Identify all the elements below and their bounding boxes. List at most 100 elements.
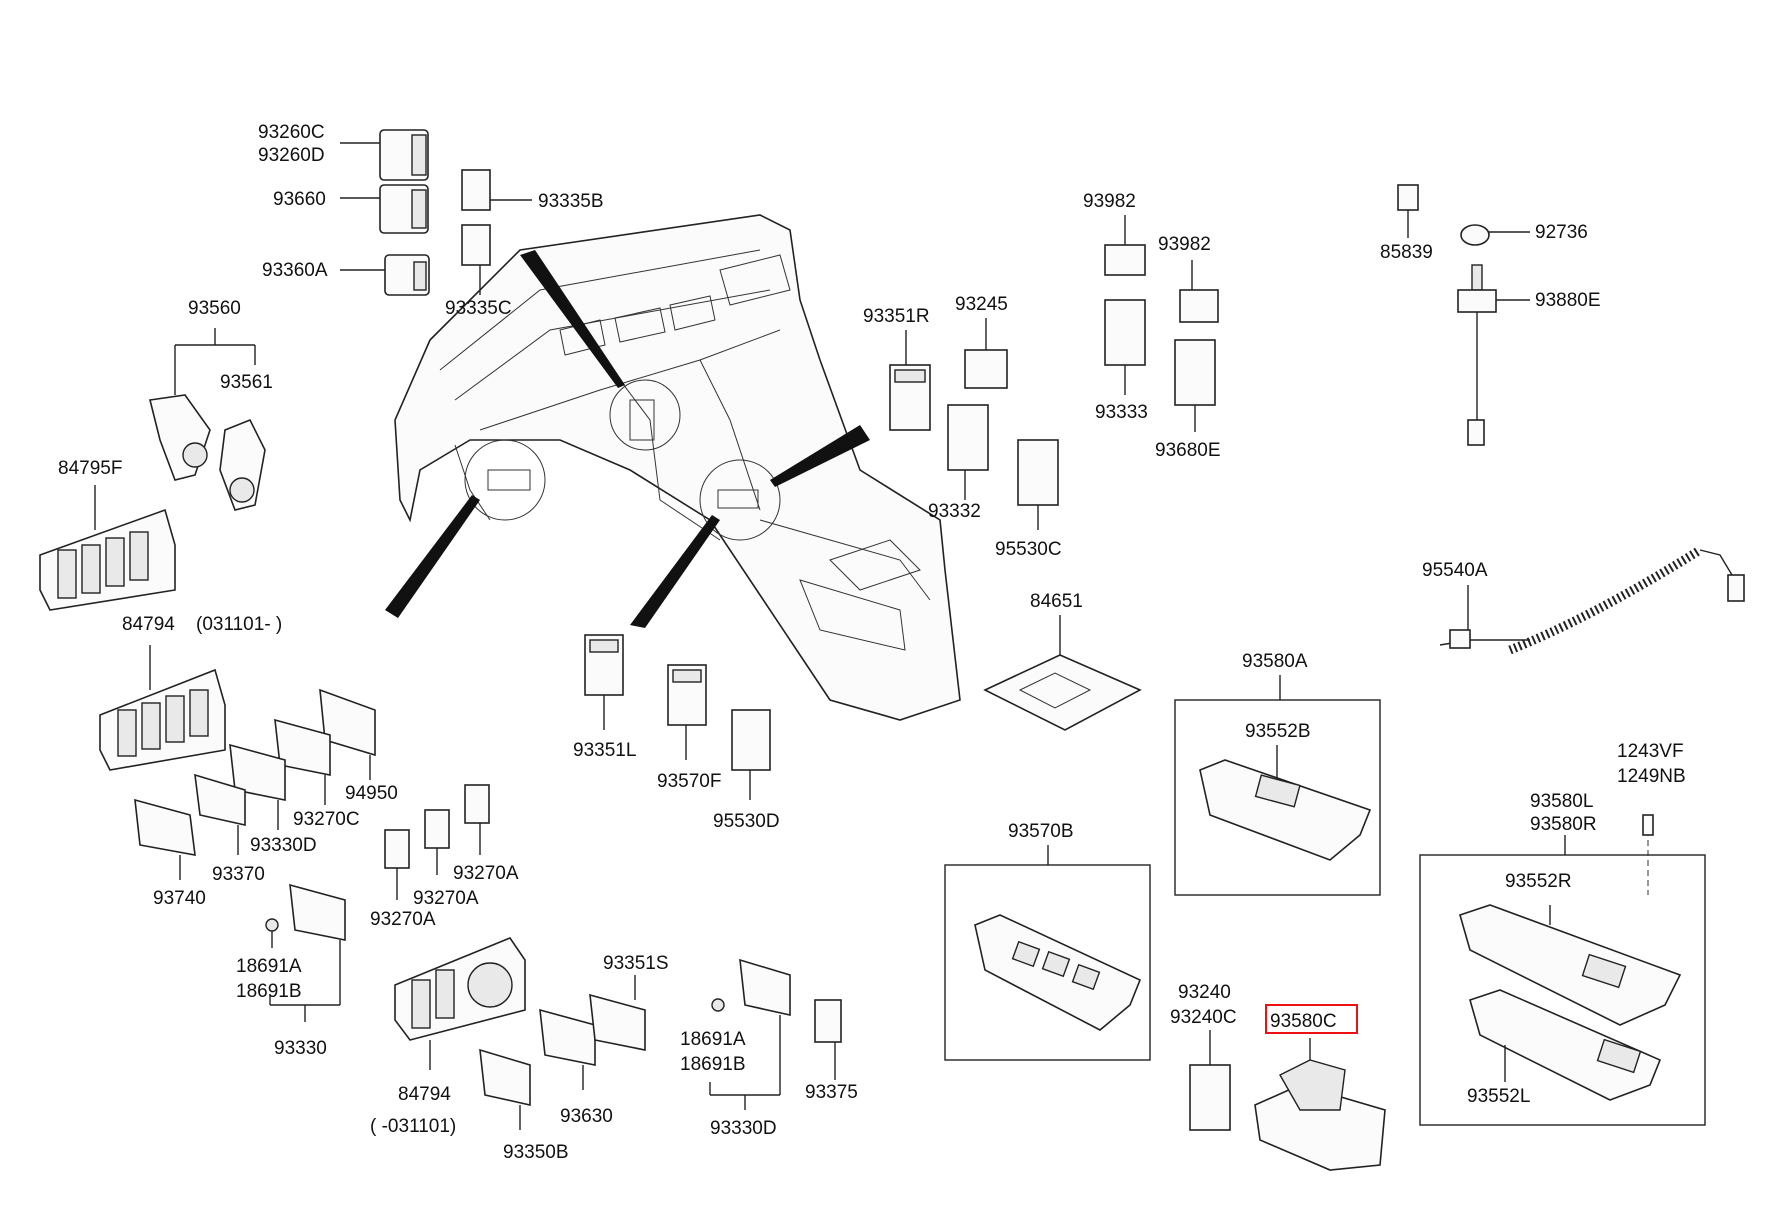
switch-93351l	[584, 634, 624, 730]
label-84794-lower: 84794	[398, 1084, 451, 1105]
label-93270c: 93270C	[293, 809, 360, 830]
label-93580a: 93580A	[1242, 651, 1308, 672]
switch-93350b	[479, 1048, 531, 1130]
label-85839: 85839	[1380, 242, 1433, 263]
label-93552b: 93552B	[1245, 721, 1311, 742]
callout-wedge	[385, 495, 480, 618]
label-95530c: 95530C	[995, 539, 1062, 560]
label-93982-1: 93982	[1083, 191, 1136, 212]
label-95530d: 95530D	[713, 811, 780, 832]
label-93330d-a: 93330D	[250, 835, 317, 856]
switch-93332	[947, 404, 989, 500]
label-1249nb: 1249NB	[1617, 766, 1686, 787]
clips-93270a	[384, 784, 490, 900]
label-92736: 92736	[1535, 222, 1588, 243]
part-labels: 93260C 93260D 93660 93360A 93335B 93335C…	[58, 122, 1686, 1163]
label-93360a: 93360A	[262, 260, 328, 281]
label-93580l: 93580L	[1530, 791, 1593, 812]
label-93270a-2: 93270A	[413, 888, 479, 909]
label-93561: 93561	[220, 372, 273, 393]
switch-93330d	[229, 743, 286, 830]
switch-93260c	[340, 129, 429, 181]
switch-93245	[964, 318, 1008, 389]
switch-93570f	[667, 664, 707, 760]
label-93260d: 93260D	[258, 145, 325, 166]
switch-93330d-b	[709, 958, 791, 1110]
label-93740: 93740	[153, 888, 206, 909]
label-93570b: 93570B	[1008, 821, 1074, 842]
label-84651: 84651	[1030, 591, 1083, 612]
switch-93370	[194, 773, 246, 855]
label-93350b: 93350B	[503, 1142, 569, 1163]
label-18691a-2: 18691A	[680, 1029, 746, 1050]
box-93580l	[1419, 814, 1706, 1126]
highlight-box-93580c	[1265, 1004, 1358, 1034]
label-93335b: 93335B	[538, 191, 604, 212]
switch-95530c	[1017, 439, 1059, 530]
label-93630: 93630	[560, 1106, 613, 1127]
label-93240: 93240	[1178, 982, 1231, 1003]
label-18691b-1: 18691B	[236, 981, 302, 1002]
label-93333: 93333	[1095, 402, 1148, 423]
label-93260c: 93260C	[258, 122, 325, 143]
label-93560: 93560	[188, 298, 241, 319]
plate-84651	[983, 615, 1142, 731]
switch-93580c	[1254, 1038, 1386, 1171]
label-93245: 93245	[955, 294, 1008, 315]
label-93570f: 93570F	[657, 771, 721, 792]
cord-95540a	[1439, 546, 1745, 655]
label-93680e: 93680E	[1155, 440, 1221, 461]
callout-wedge	[630, 515, 720, 628]
switch-93680e	[1174, 339, 1216, 432]
label-18691a-1: 18691A	[236, 956, 302, 977]
label-93270a-3: 93270A	[370, 909, 436, 930]
switch-93351r	[889, 330, 931, 431]
label-93351l: 93351L	[573, 740, 636, 761]
callout-wedge	[520, 250, 625, 388]
switch-93351s	[589, 975, 646, 1051]
switch-95530d	[731, 709, 771, 800]
label-84794-upper: 84794	[122, 614, 175, 635]
label-93351r: 93351R	[863, 306, 930, 327]
label-93370: 93370	[212, 864, 265, 885]
switch-93335b	[461, 169, 532, 211]
box-93570b	[944, 845, 1151, 1061]
switch-93270c	[274, 718, 331, 805]
switch-93660	[340, 184, 429, 234]
label-93552l: 93552L	[1467, 1086, 1530, 1107]
switch-93982-a	[1104, 215, 1146, 276]
switch-93740	[134, 798, 196, 880]
switch-94950	[319, 688, 376, 780]
clip-93375	[814, 999, 842, 1080]
label-93660: 93660	[273, 189, 326, 210]
label-93375: 93375	[805, 1082, 858, 1103]
label-93330: 93330	[274, 1038, 327, 1059]
bracket-93560	[149, 328, 266, 511]
label-94950: 94950	[345, 783, 398, 804]
label-1243vf: 1243VF	[1617, 741, 1684, 762]
label-84795f: 84795F	[58, 458, 122, 479]
cap-92736	[1460, 224, 1530, 246]
label-18691b-2: 18691B	[680, 1054, 746, 1075]
clip-85839	[1397, 184, 1419, 238]
dashboard-drawing	[394, 214, 961, 721]
label-84794-lower-range: ( -031101)	[370, 1116, 456, 1137]
label-93270a-1: 93270A	[453, 863, 519, 884]
switch-93330	[265, 883, 346, 1022]
callout-wedge	[770, 425, 870, 487]
label-93335c: 93335C	[445, 298, 512, 319]
switch-93360a	[340, 254, 430, 296]
label-84794-upper-range: (031101- )	[196, 614, 282, 635]
bezel-84794-upper	[99, 645, 226, 771]
label-93552r: 93552R	[1505, 871, 1572, 892]
switch-93240	[1189, 1030, 1231, 1131]
label-93982-2: 93982	[1158, 234, 1211, 255]
bezel-84795f	[39, 485, 176, 611]
box-93580a	[1174, 675, 1381, 896]
switch-93333	[1104, 299, 1146, 395]
switch-93335c	[461, 224, 491, 295]
label-93580c: 93580C	[1270, 1011, 1337, 1032]
label-93240c: 93240C	[1170, 1007, 1237, 1028]
label-93332: 93332	[928, 501, 981, 522]
